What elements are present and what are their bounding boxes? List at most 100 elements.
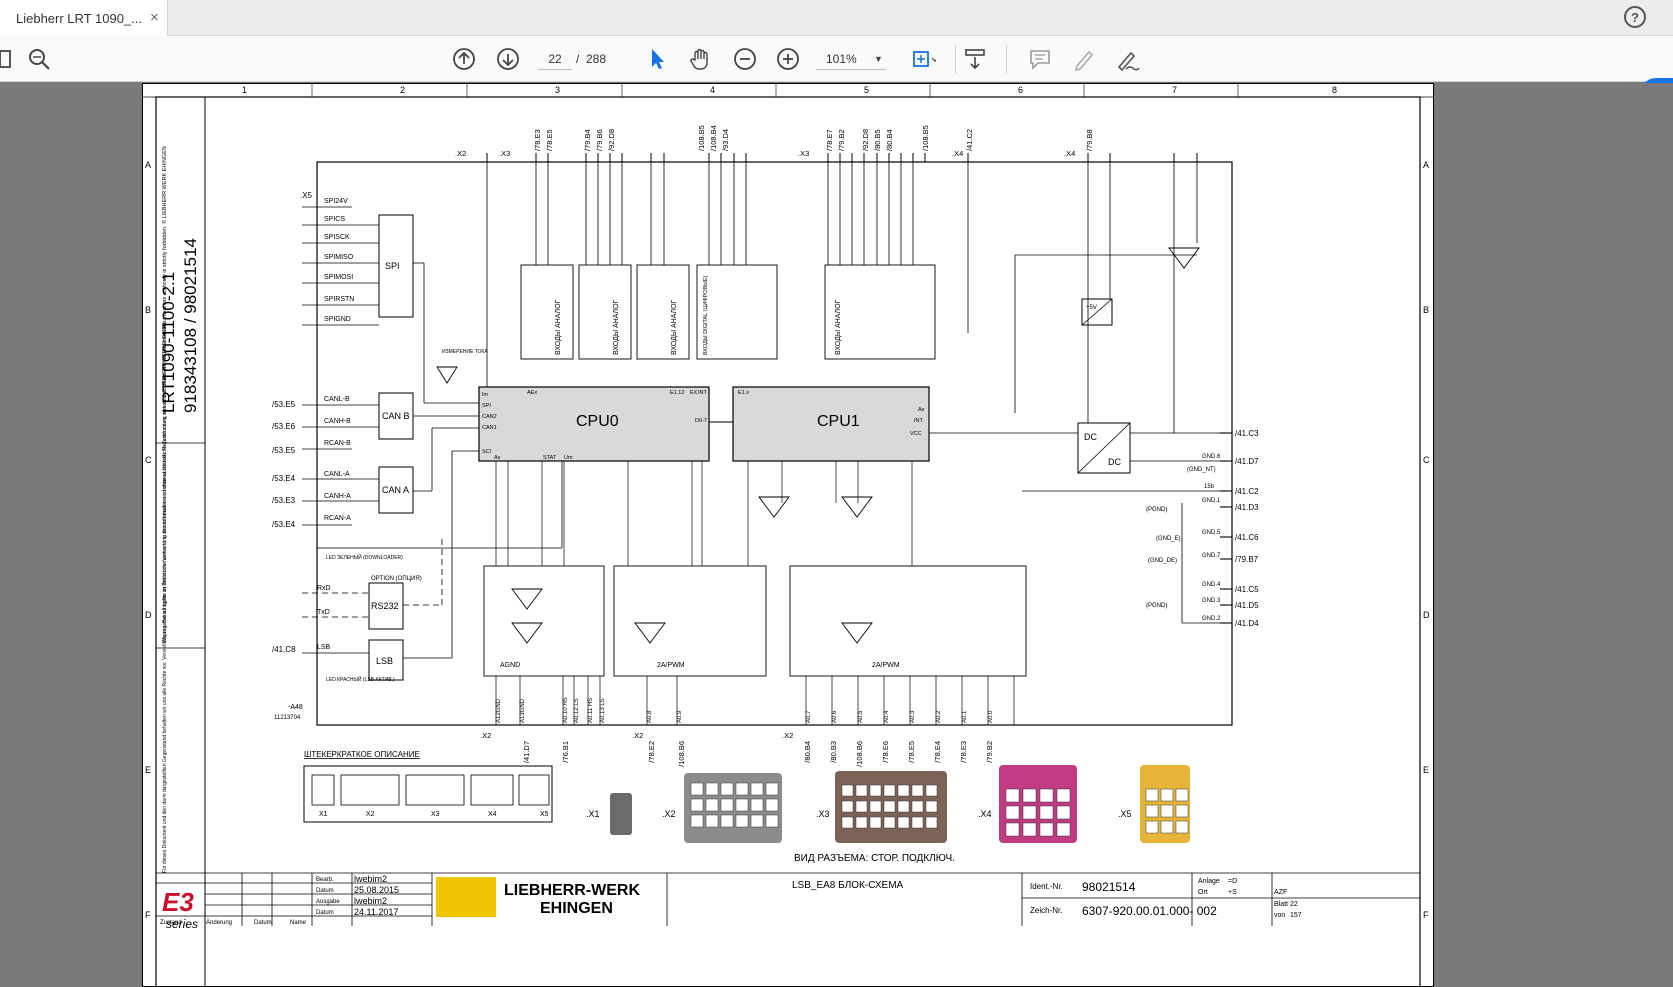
svg-text:A0.1: A0.1: [962, 710, 968, 723]
svg-text:A13GND: A13GND: [520, 698, 526, 723]
svg-text:INT: INT: [914, 418, 924, 424]
svg-text:Im: Im: [482, 392, 489, 398]
fit-page-icon[interactable]: [906, 44, 936, 74]
title-block-values: lwebim2 25.08.2015 lwebim2 24.11.2017: [354, 874, 399, 917]
svg-text:/41.D3: /41.D3: [1235, 503, 1259, 512]
zoom-out-icon[interactable]: [730, 44, 760, 74]
hand-tool-icon[interactable]: [686, 44, 716, 74]
svg-text:/78.E6: /78.E6: [881, 741, 890, 763]
plug-labels: X1 X2 X3 X4 X5: [319, 811, 549, 818]
svg-text:/92.D8: /92.D8: [607, 129, 616, 151]
row-label: F: [1423, 910, 1429, 920]
svg-text:/41.C2: /41.C2: [1235, 487, 1259, 496]
ident-number: 98021514: [1082, 880, 1136, 894]
connector-view-label: ВИД РАЗЪЕМА: СТОР. ПОДКЛЮЧ.: [794, 853, 955, 864]
svg-text:Ax: Ax: [494, 455, 501, 461]
svg-text:/41.C5: /41.C5: [1235, 585, 1259, 594]
svg-text:ВХОДЫ АНАЛОГ: ВХОДЫ АНАЛОГ: [555, 299, 562, 355]
svg-text:25.08.2015: 25.08.2015: [354, 885, 399, 895]
page-number-input[interactable]: 22: [538, 48, 572, 70]
svg-text:/108.B6: /108.B6: [855, 741, 864, 767]
right-labels: GND.6 (GND_NT) 15b GND.1 (PGND) GND.5 (G…: [1146, 454, 1221, 622]
col-label: 4: [710, 85, 715, 95]
svg-text:Ort: Ort: [1198, 889, 1208, 896]
scroll-mode-icon[interactable]: [960, 44, 990, 74]
sidebar-toggle-icon[interactable]: [0, 44, 18, 74]
document-viewer[interactable]: 1 2 3 4 5 6 7 8 A B C D E F A B C D E F: [0, 83, 1673, 987]
right-connector-pins: [1220, 433, 1232, 623]
svg-text:(GND_E): (GND_E): [1156, 536, 1181, 542]
svg-text:LSB: LSB: [317, 644, 331, 651]
cpu1-label: CPU1: [817, 413, 860, 430]
svg-text:/53.E4: /53.E4: [272, 474, 296, 483]
next-page-icon[interactable]: [493, 44, 523, 74]
spi-label: SPI: [385, 261, 400, 271]
document-tab[interactable]: Liebherr LRT 1090_... ×: [0, 0, 168, 36]
col-label: 5: [864, 85, 869, 95]
zoom-level-select[interactable]: 101%▼: [816, 48, 886, 70]
plug-title: ШТЕКЕРКРАТКОЕ ОПИСАНИЕ: [304, 750, 420, 759]
previous-page-icon[interactable]: [449, 44, 479, 74]
column-markers: 1 2 3 4 5 6 7 8 A B C D E F A B C D E F: [145, 83, 1430, 920]
bottom-signals: A12GND A13GND A0.10 HS A0.12 LS A0.11 HS…: [496, 697, 994, 723]
svg-text:/79.B8: /79.B8: [1085, 129, 1094, 151]
output-wires: [496, 461, 1014, 725]
pdf-page: 1 2 3 4 5 6 7 8 A B C D E F A B C D E F: [142, 83, 1434, 987]
svg-text:CANH-B: CANH-B: [324, 418, 351, 425]
svg-text:Datum: Datum: [254, 920, 272, 926]
highlight-pen-icon[interactable]: [1069, 44, 1099, 74]
svg-text:DC: DC: [1084, 432, 1097, 442]
svg-text:Ax: Ax: [918, 407, 925, 413]
zoom-in-icon[interactable]: [773, 44, 803, 74]
copyright-de: Für dieses Dokument und den darin darges…: [161, 322, 168, 873]
svg-text:/93.D4: /93.D4: [721, 129, 730, 151]
row-label: F: [145, 910, 151, 920]
svg-text:A0.4: A0.4: [884, 710, 890, 723]
svg-text:SPIRSTN: SPIRSTN: [324, 296, 354, 303]
svg-text:SPICS: SPICS: [324, 216, 345, 223]
svg-text:X5: X5: [540, 811, 549, 818]
svg-text:CAN1: CAN1: [482, 425, 497, 431]
svg-text:/41.D7: /41.D7: [522, 741, 531, 763]
svg-text:.X2: .X2: [782, 731, 793, 740]
svg-text:Ausgabe: Ausgabe: [316, 899, 340, 905]
select-cursor-icon[interactable]: [642, 44, 672, 74]
svg-text:.X4: .X4: [952, 149, 963, 158]
svg-text:/78.E7: /78.E7: [825, 129, 834, 151]
close-icon[interactable]: ×: [150, 9, 164, 25]
help-icon[interactable]: ?: [1624, 6, 1646, 28]
svg-text:2A/PWM: 2A/PWM: [657, 662, 685, 669]
canb-label: CAN B: [382, 411, 410, 421]
svg-text:/53.E4: /53.E4: [272, 520, 296, 529]
row-label: C: [1423, 455, 1430, 465]
svg-text:AGND: AGND: [500, 662, 520, 669]
zoom-value: 101%: [826, 52, 857, 66]
svg-text:ВХОДЫ DIGITAL (ЦИФРОВЫЕ): ВХОДЫ DIGITAL (ЦИФРОВЫЕ): [703, 275, 709, 355]
svg-text:.X4: .X4: [1064, 149, 1075, 158]
can-pin-labels: CANL-B CANH-B RCAN-B CANL-A CANH-A RCAN-…: [324, 396, 351, 522]
col-label: 3: [555, 85, 560, 95]
svg-text:Datum: Datum: [316, 910, 334, 916]
svg-text:A12GND: A12GND: [496, 698, 502, 723]
input-blocks: [521, 265, 935, 359]
sign-icon[interactable]: [1112, 44, 1142, 74]
svg-text:/78.E3: /78.E3: [533, 129, 542, 151]
comment-icon[interactable]: [1025, 44, 1055, 74]
svg-text:AZF: AZF: [1274, 889, 1287, 896]
search-icon[interactable]: [24, 44, 54, 74]
col-label: 6: [1018, 85, 1023, 95]
svg-text:/41.D7: /41.D7: [1235, 457, 1259, 466]
svg-text:/53.E3: /53.E3: [272, 496, 296, 505]
x5-label: .X5: [300, 191, 313, 200]
svg-text:SCI: SCI: [482, 449, 492, 455]
svg-text:GND.7: GND.7: [1202, 553, 1221, 559]
svg-text:/80.B5: /80.B5: [873, 129, 882, 151]
crane-logo: [436, 877, 496, 917]
svg-text:A0.2: A0.2: [936, 710, 942, 723]
svg-text:SPISCK: SPISCK: [324, 234, 350, 241]
svg-text:A0.12 LS: A0.12 LS: [574, 698, 580, 723]
svg-text:/80.B3: /80.B3: [829, 741, 838, 763]
svg-text:ВХОДЫ АНАЛОГ: ВХОДЫ АНАЛОГ: [835, 299, 842, 355]
svg-text:Änderung: Änderung: [206, 919, 232, 926]
svg-text:GND.4: GND.4: [1202, 582, 1221, 588]
